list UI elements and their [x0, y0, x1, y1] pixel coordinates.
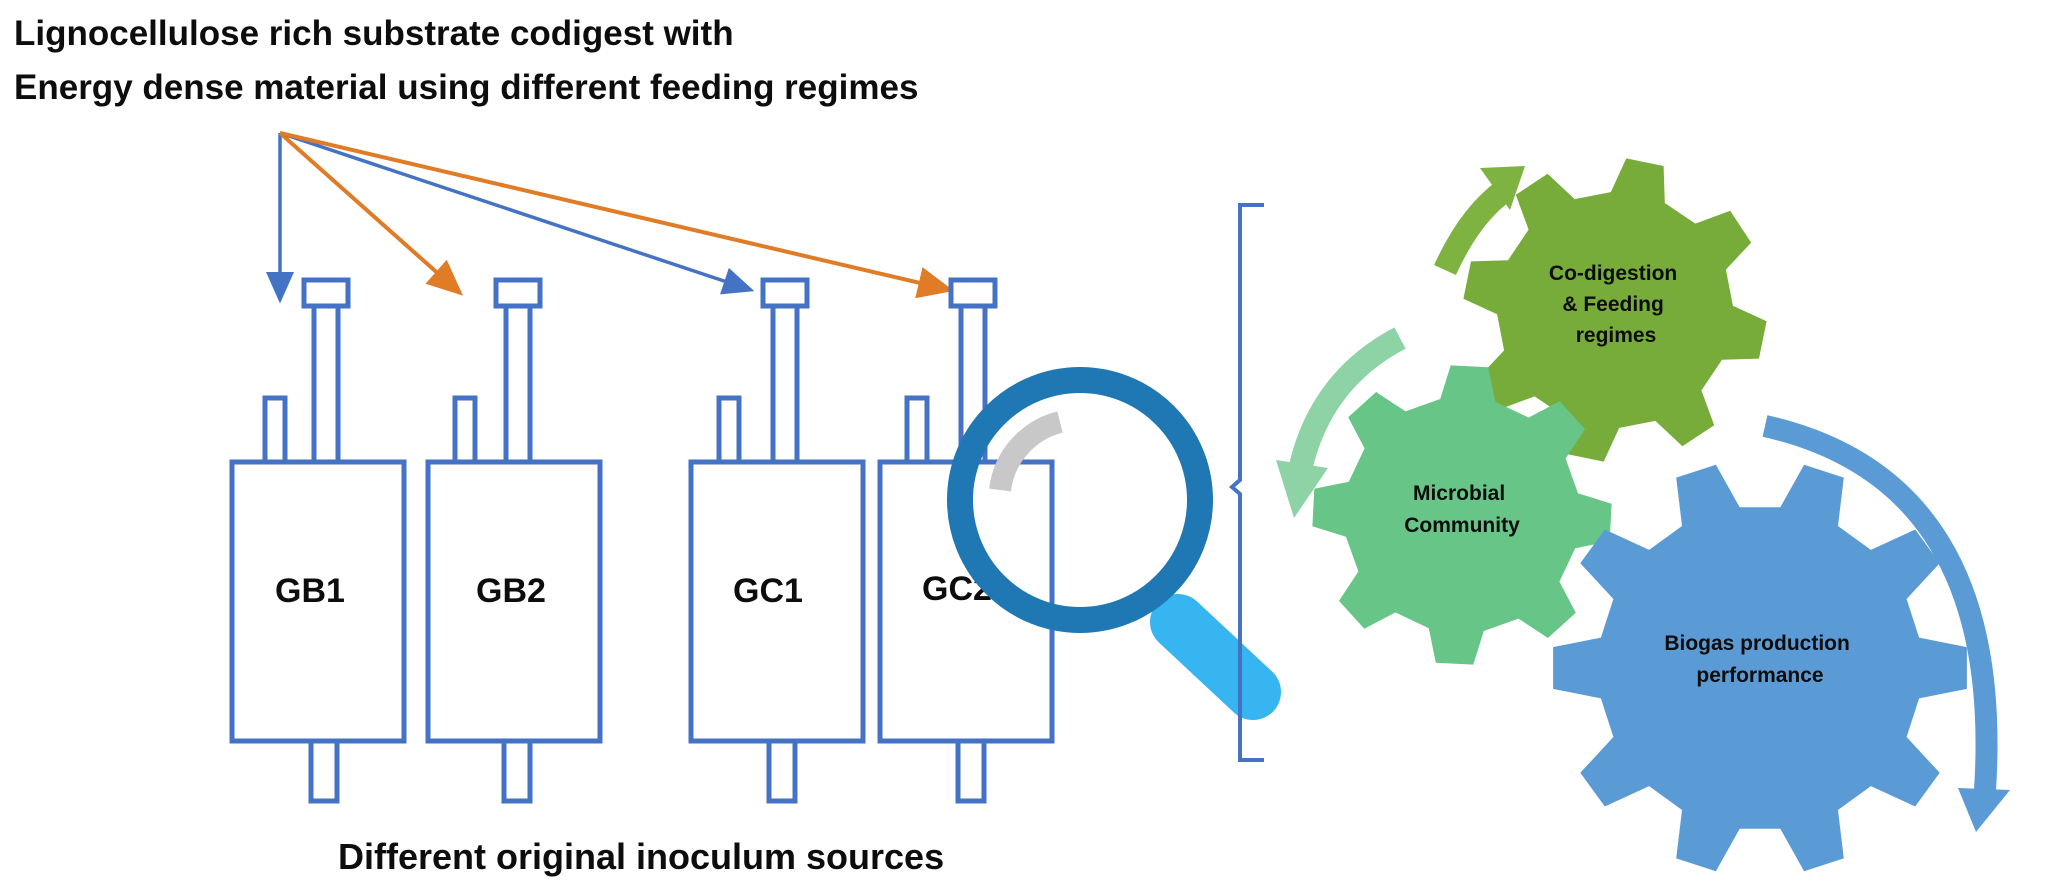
- footer-caption: Different original inoculum sources: [338, 836, 945, 877]
- magnifier-icon: [947, 367, 1281, 720]
- feed-arrow-gc1: [279, 131, 755, 295]
- reactor-gc1: [688, 277, 866, 804]
- title-line-1: Lignocellulose rich substrate codigest w…: [14, 14, 734, 53]
- gear-icon: [1312, 365, 1612, 665]
- gear-label-line: regimes: [1576, 324, 1657, 347]
- gear-label-codigestion: Co-digestion & Feeding regimes: [1549, 262, 1683, 347]
- gear-shape: [1553, 464, 1967, 872]
- curved-arrow-icon: [1276, 327, 1406, 518]
- reactor-label-gb1: GB1: [275, 572, 345, 610]
- gear-icon: [1553, 464, 1967, 872]
- gear-label-line: Microbial: [1413, 482, 1505, 505]
- gear-label-line: Co-digestion: [1549, 262, 1677, 285]
- gear-shape: [1463, 158, 1767, 462]
- reactor-label-gc1: GC1: [733, 572, 803, 610]
- curved-arrow-icon: [1434, 166, 1525, 276]
- feed-arrow-gc2: [279, 131, 954, 299]
- feed-arrow-gb2: [278, 131, 463, 296]
- curved-arrow-icon: [1762, 415, 2010, 832]
- gear-label-line: Community: [1404, 514, 1520, 537]
- gear-shape: [1312, 365, 1612, 665]
- bracket: [1228, 203, 1264, 762]
- gear-label-line: performance: [1696, 664, 1823, 687]
- reactor-label-gb2: GB2: [476, 572, 546, 610]
- gear-label-line: & Feeding: [1562, 293, 1664, 316]
- title-line-2: Energy dense material using different fe…: [14, 68, 919, 107]
- reactor-gb2: [425, 277, 603, 804]
- gear-label-microbial: Microbial Community: [1404, 482, 1520, 537]
- gear-label-biogas: Biogas production performance: [1664, 632, 1855, 687]
- feeding-arrows: [266, 131, 954, 304]
- gear-icon: [1463, 158, 1767, 462]
- gear-label-line: Biogas production: [1664, 632, 1850, 655]
- reactor-gb1: [229, 277, 407, 804]
